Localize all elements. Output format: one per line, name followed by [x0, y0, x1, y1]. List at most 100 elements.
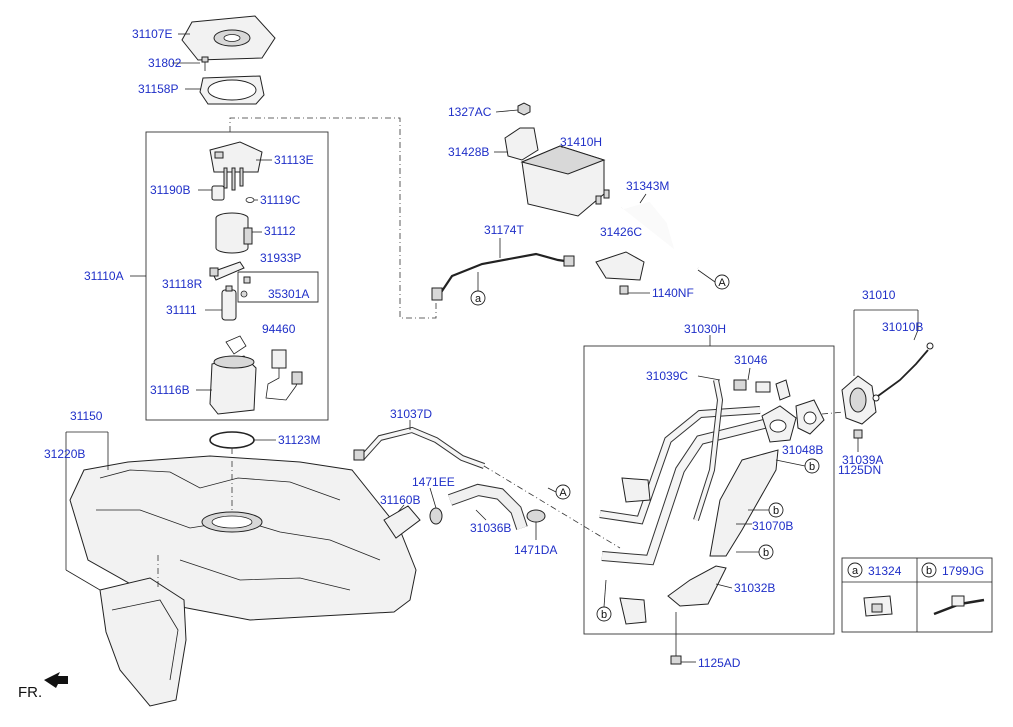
- callout-b-4: b: [596, 606, 612, 622]
- label-31048B: 31048B: [782, 443, 823, 457]
- label-31123M: 31123M: [278, 433, 320, 447]
- fuel-door-cable: [872, 342, 934, 402]
- label-31150: 31150: [70, 409, 103, 423]
- label-1471EE: 1471EE: [412, 475, 455, 489]
- tank-filler-pipe: [383, 505, 421, 539]
- callout-A-vapor: A: [714, 274, 730, 290]
- fuel-tank: [69, 455, 417, 621]
- label-31119C: 31119C: [260, 193, 301, 207]
- label-31037D: 31037D: [390, 407, 432, 421]
- label-31118R: 31118R: [162, 277, 203, 291]
- pump-gasket-ring: [199, 75, 265, 105]
- label-31158P: 31158P: [138, 82, 178, 96]
- charcoal-canister: [520, 145, 610, 217]
- label-31116B: 31116B: [150, 383, 190, 397]
- label-94460: 94460: [262, 322, 296, 336]
- label-31032B: 31032B: [734, 581, 775, 595]
- label-31324: 31324: [868, 564, 902, 578]
- fuel-level-sender: [265, 349, 303, 401]
- tank-heat-protector: [99, 577, 187, 707]
- svg-text:b: b: [601, 609, 607, 621]
- legend-callout-b: b: [921, 562, 937, 578]
- vent-fitting: [697, 367, 791, 401]
- fuel-door-screw: [853, 429, 863, 452]
- fuel-door-housing: [841, 375, 877, 425]
- pump-flange: [209, 141, 263, 191]
- filler-neck-assembly-box: [583, 345, 835, 635]
- fuel-filter: [215, 212, 262, 254]
- legend-callout-a: a: [847, 562, 863, 578]
- label-31070B: 31070B: [752, 519, 793, 533]
- vapor-tube: [621, 198, 700, 270]
- label-1327AC: 1327AC: [448, 105, 492, 119]
- canister-nut: [495, 102, 531, 116]
- legend-table: [841, 557, 993, 633]
- label-31030H: 31030H: [684, 322, 726, 336]
- label-31802: 31802: [148, 56, 182, 70]
- label-31112: 31112: [264, 224, 296, 238]
- label-31107E: 31107E: [132, 27, 172, 41]
- clip-icon: [863, 595, 893, 617]
- label-31036B: 31036B: [470, 521, 511, 535]
- label-31343M: 31343M: [626, 179, 669, 193]
- cover-bolt: [201, 56, 209, 71]
- label-31220B: 31220B: [44, 447, 85, 461]
- svg-text:A: A: [718, 277, 726, 289]
- label-1140NF: 1140NF: [652, 286, 694, 300]
- svg-text:b: b: [763, 547, 769, 559]
- label-31010: 31010: [862, 288, 896, 302]
- vapor-hose-harness: [431, 252, 575, 301]
- label-31111: 31111: [166, 303, 197, 317]
- svg-text:b: b: [926, 565, 932, 577]
- fuel-pump-motor: [205, 285, 237, 321]
- label-31174T: 31174T: [484, 223, 524, 237]
- svg-text:a: a: [852, 565, 859, 577]
- sender-parts-box: [237, 271, 319, 303]
- filler-neck-bracket: [667, 565, 727, 607]
- callout-a-hose: a: [470, 290, 486, 306]
- svg-text:b: b: [773, 505, 779, 517]
- svg-text:A: A: [559, 487, 567, 499]
- o-ring: [245, 197, 258, 203]
- label-31190B: 31190B: [150, 183, 190, 197]
- callout-b-3: b: [758, 544, 774, 560]
- neck-side-bracket: [619, 477, 651, 625]
- filler-neck-pipe: [599, 379, 782, 566]
- label-31426C: 31426C: [600, 225, 642, 239]
- filler-neck-head: [761, 405, 797, 443]
- tank-o-ring: [209, 431, 276, 449]
- filler-neck-gasket: [795, 399, 825, 435]
- cable-tie-icon: [933, 595, 985, 616]
- label-31410H: 31410H: [560, 135, 602, 149]
- label-31160B: 31160B: [380, 493, 420, 507]
- canister-bracket: [494, 127, 539, 161]
- hose-clamp-lower: [526, 509, 546, 540]
- label-31933P: 31933P: [260, 251, 301, 265]
- front-direction-label: FR.: [18, 684, 42, 701]
- label-31039A: 31039A: [842, 453, 883, 467]
- label-31039C: 31039C: [646, 369, 688, 383]
- fuel-pump-cover: [181, 15, 276, 61]
- callout-b-2: b: [768, 502, 784, 518]
- label-31110A: 31110A: [84, 269, 124, 283]
- canister-mounting-bracket: [595, 251, 650, 295]
- label-1471DA: 1471DA: [514, 543, 557, 557]
- label-1799JG: 1799JG: [942, 564, 984, 578]
- hose-clamp-upper: [429, 507, 443, 525]
- label-31428B: 31428B: [448, 145, 489, 159]
- filler-neck-protector: [709, 449, 779, 557]
- filler-bracket-bolt: [670, 612, 696, 665]
- label-35301A: 35301A: [268, 287, 309, 301]
- label-31113E: 31113E: [274, 153, 314, 167]
- label-31046: 31046: [734, 353, 768, 367]
- filler-hose: [447, 483, 528, 530]
- label-1125AD: 1125AD: [698, 656, 741, 670]
- callout-A-neck: A: [555, 484, 571, 500]
- fuel-pump-connector-hose: [209, 261, 245, 281]
- label-1125DN: 1125DN: [838, 463, 881, 477]
- pressure-regulator: [198, 185, 225, 201]
- breather-tube: [353, 426, 486, 469]
- front-arrow-icon: [44, 672, 68, 688]
- svg-text:a: a: [475, 293, 482, 305]
